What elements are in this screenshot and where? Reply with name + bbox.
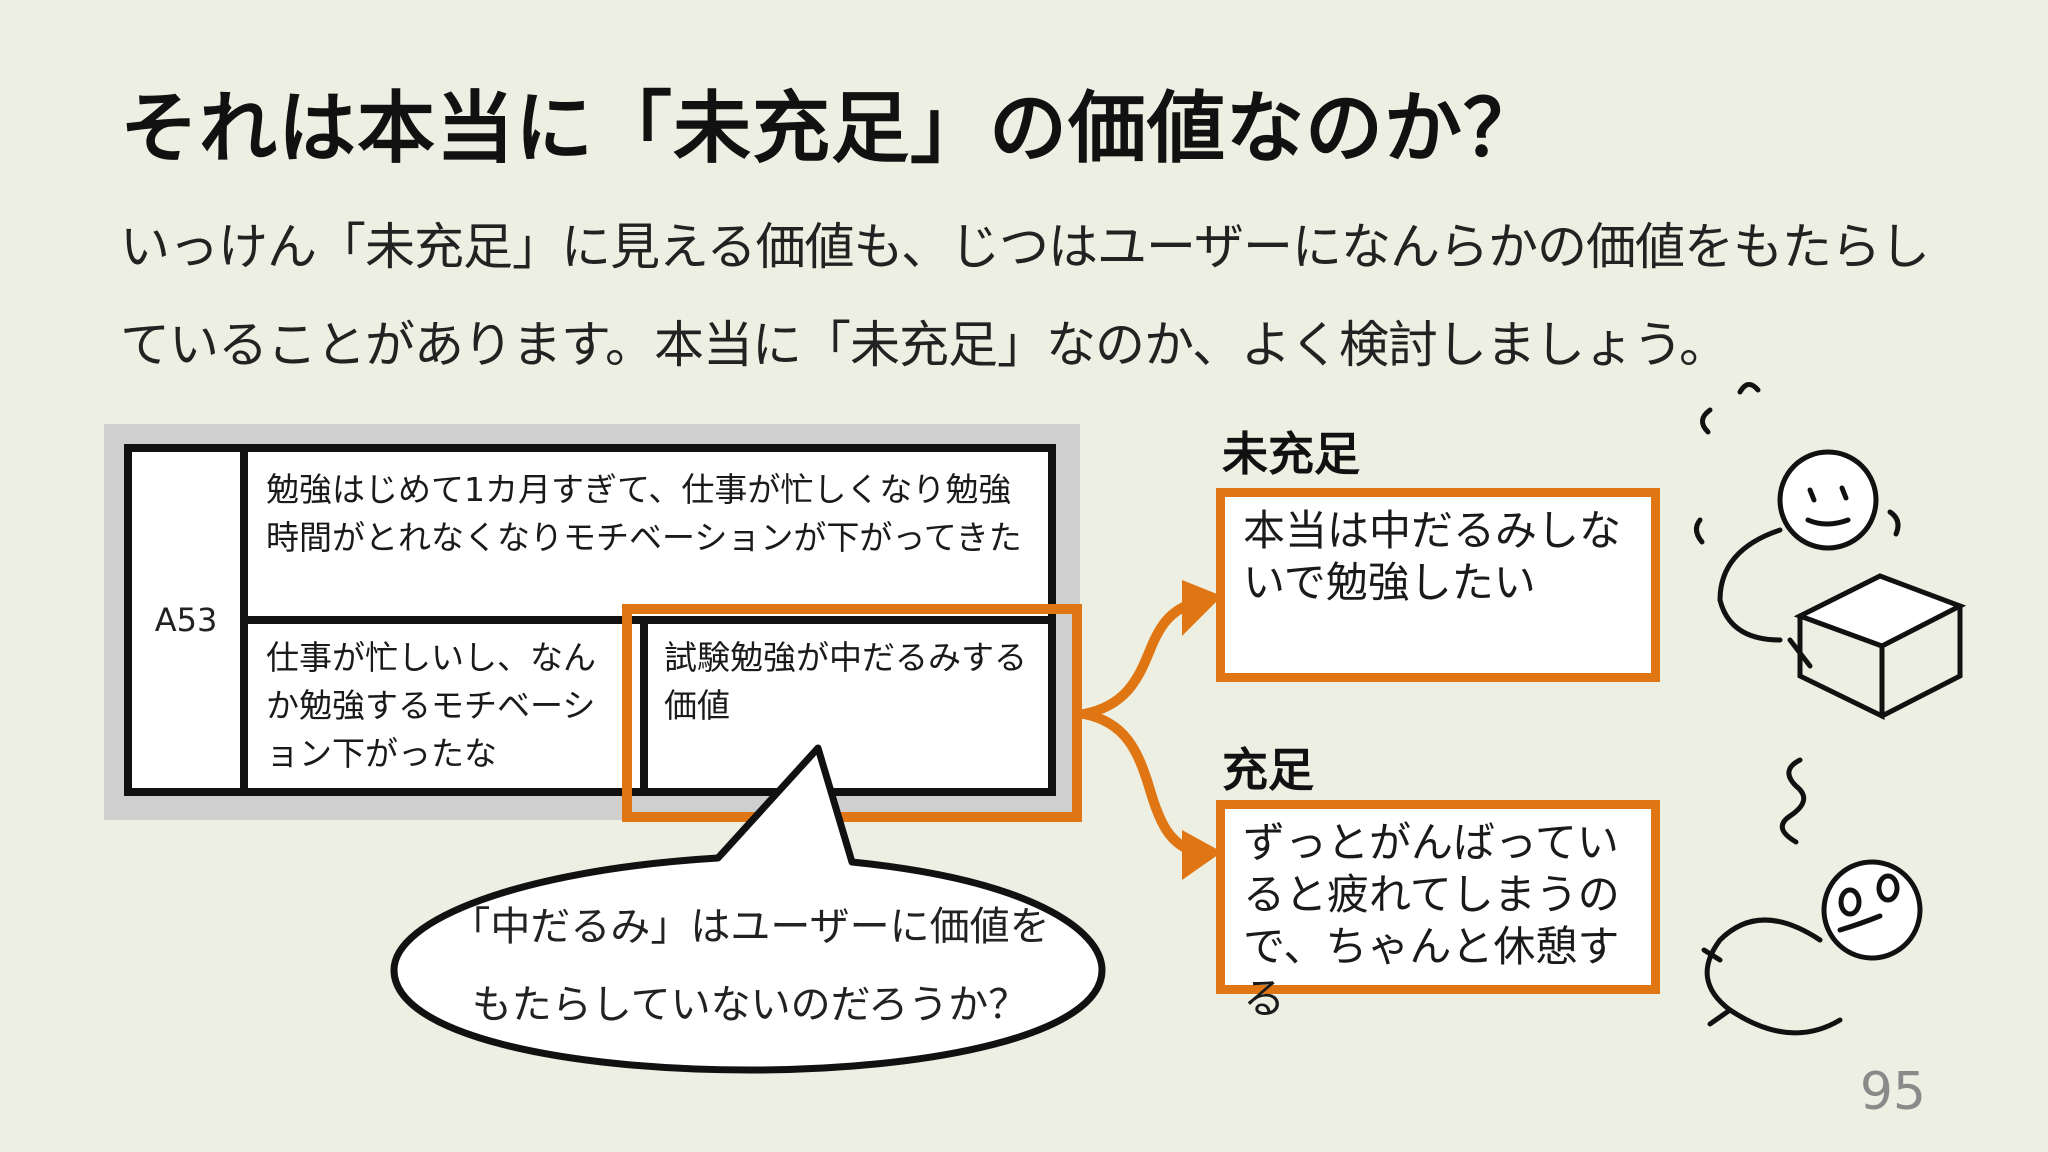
insight-table: A53 勉強はじめて1カ月すぎて、仕事が忙しくなり勉強時間がとれなくなりモチベー…: [124, 444, 1056, 796]
speech-bubble-icon: [390, 744, 1106, 1074]
highlight-box: [622, 604, 1082, 822]
slide-title: それは本当に「未充足」の価値なのか？: [120, 84, 1543, 174]
fulfilled-card: ずっとがんばっていると疲れてしまうので、ちゃんと休憩する: [1216, 800, 1660, 1023]
lead-text: いっけん「未充足」に見える価値も、じつはユーザーになんらかの価値をもたらしている…: [120, 218, 1930, 374]
page-number: 95: [1859, 1062, 1926, 1122]
unfulfilled-card: 本当は中だるみしないで勉強したい: [1216, 488, 1660, 682]
tired-character-icon: [1701, 757, 1923, 1036]
branch-arrow-icon: [1079, 599, 1195, 855]
bubble-line-1: 「中だるみ」はユーザーに価値を: [450, 904, 1050, 950]
bubble-line-2: もたらしていないのだろうか？: [471, 982, 1029, 1028]
fulfilled-label: 充足: [1222, 743, 1314, 797]
table-id-cell: A53: [132, 452, 248, 788]
unfulfilled-label: 未充足: [1222, 427, 1360, 481]
table-top-cell: 勉強はじめて1カ月すぎて、仕事が忙しくなり勉強時間がとれなくなりモチベーションが…: [248, 452, 1048, 624]
table-bottom-right-cell: 試験勉強が中だるみする価値: [664, 638, 1027, 725]
speech-bubble-text: 「中だるみ」はユーザーに価値を もたらしていないのだろうか？: [420, 888, 1080, 1044]
stressed-character-icon: [1694, 382, 1967, 721]
table-bottom-left-cell: 仕事が忙しいし、なんか勉強するモチベーション下がったな: [248, 624, 648, 788]
